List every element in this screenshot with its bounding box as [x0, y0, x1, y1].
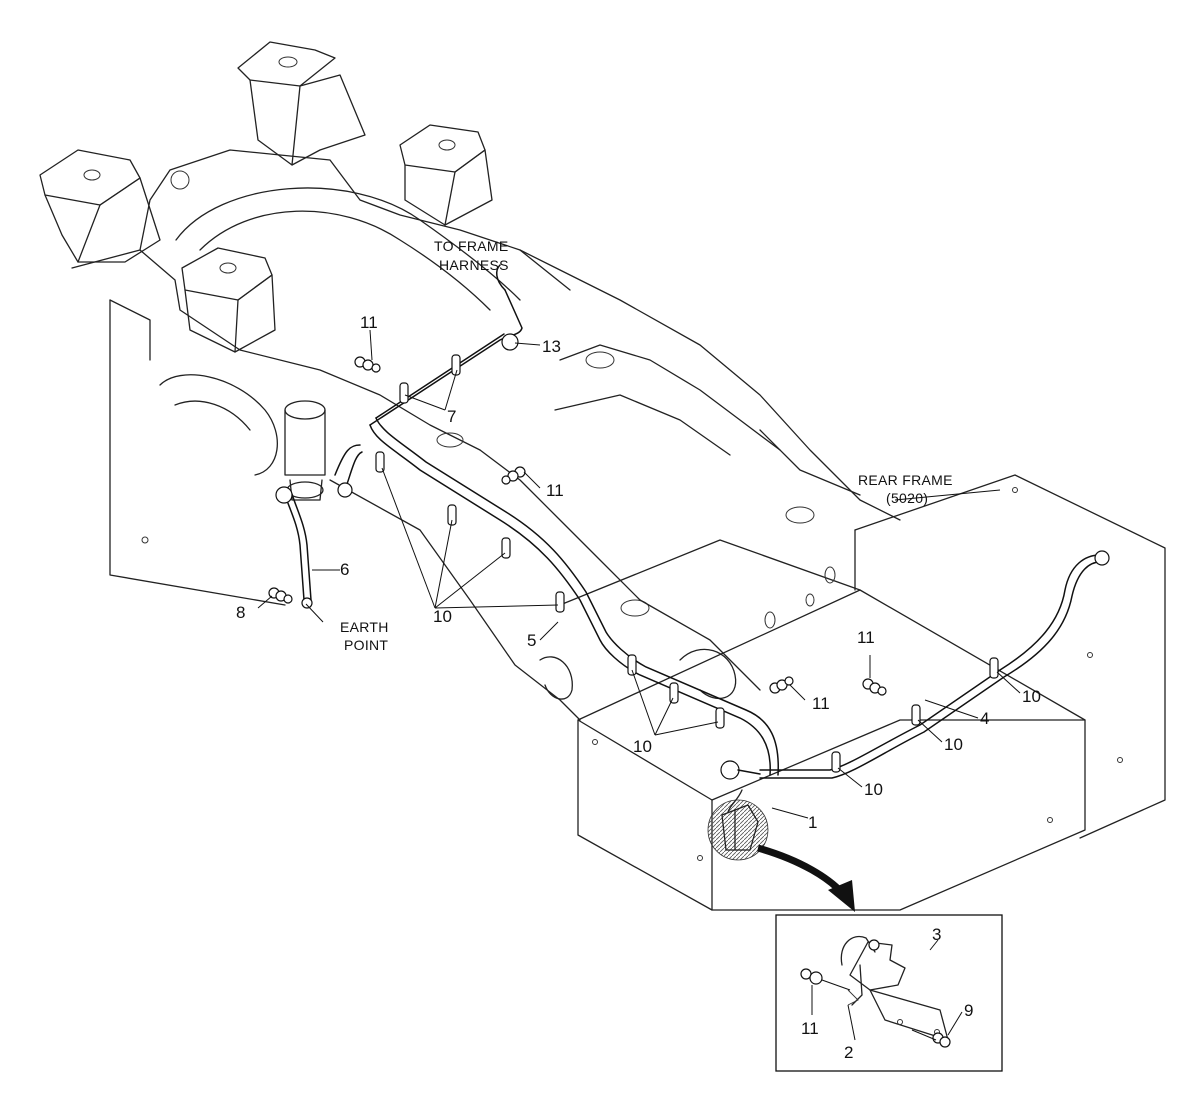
filter-canister	[284, 400, 326, 501]
callout-6: 6	[340, 560, 349, 579]
callout-numbers: 11 13 7 11 6 8 10 5 10 11 11 10 4 10 10 …	[236, 313, 1041, 1062]
sensor-assembly	[707, 789, 769, 861]
callout-11-detail: 11	[801, 1019, 819, 1038]
callout-10-right-mid: 10	[944, 735, 963, 754]
callout-10-left: 10	[433, 607, 452, 626]
wire-harness	[275, 264, 1110, 780]
leader-lines	[257, 329, 1021, 1041]
callout-11-right: 11	[857, 628, 875, 647]
callout-11-lower: 11	[812, 694, 830, 713]
callout-5: 5	[527, 631, 536, 650]
callout-1: 1	[808, 813, 817, 832]
callout-10-center: 10	[633, 737, 652, 756]
detail-view	[775, 914, 1003, 1072]
callout-7: 7	[447, 407, 456, 426]
callout-3: 3	[932, 925, 941, 944]
note-labels: TO FRAME HARNESS REAR FRAME (5020) EARTH…	[340, 238, 953, 653]
note-to-frame-line2: HARNESS	[439, 257, 509, 273]
note-earth-line2: POINT	[344, 637, 388, 653]
callout-10-right-low: 10	[864, 780, 883, 799]
note-earth-line1: EARTH	[340, 619, 389, 635]
callout-9: 9	[964, 1001, 973, 1020]
rear-frame-structure	[39, 41, 1166, 911]
callout-10-right-top: 10	[1022, 687, 1041, 706]
callout-8: 8	[236, 603, 245, 622]
note-to-frame-line1: TO FRAME	[434, 238, 508, 254]
callout-11-mid: 11	[546, 481, 564, 500]
note-rear-frame-line1: REAR FRAME	[858, 472, 953, 488]
callout-4: 4	[980, 709, 989, 728]
callout-13: 13	[542, 337, 561, 356]
harness-clips	[375, 333, 999, 773]
callout-2: 2	[844, 1043, 853, 1062]
callout-11-top: 11	[360, 313, 378, 332]
note-rear-frame-line2: (5020)	[886, 490, 928, 506]
fasteners	[268, 356, 887, 696]
detail-arrow	[757, 844, 855, 912]
